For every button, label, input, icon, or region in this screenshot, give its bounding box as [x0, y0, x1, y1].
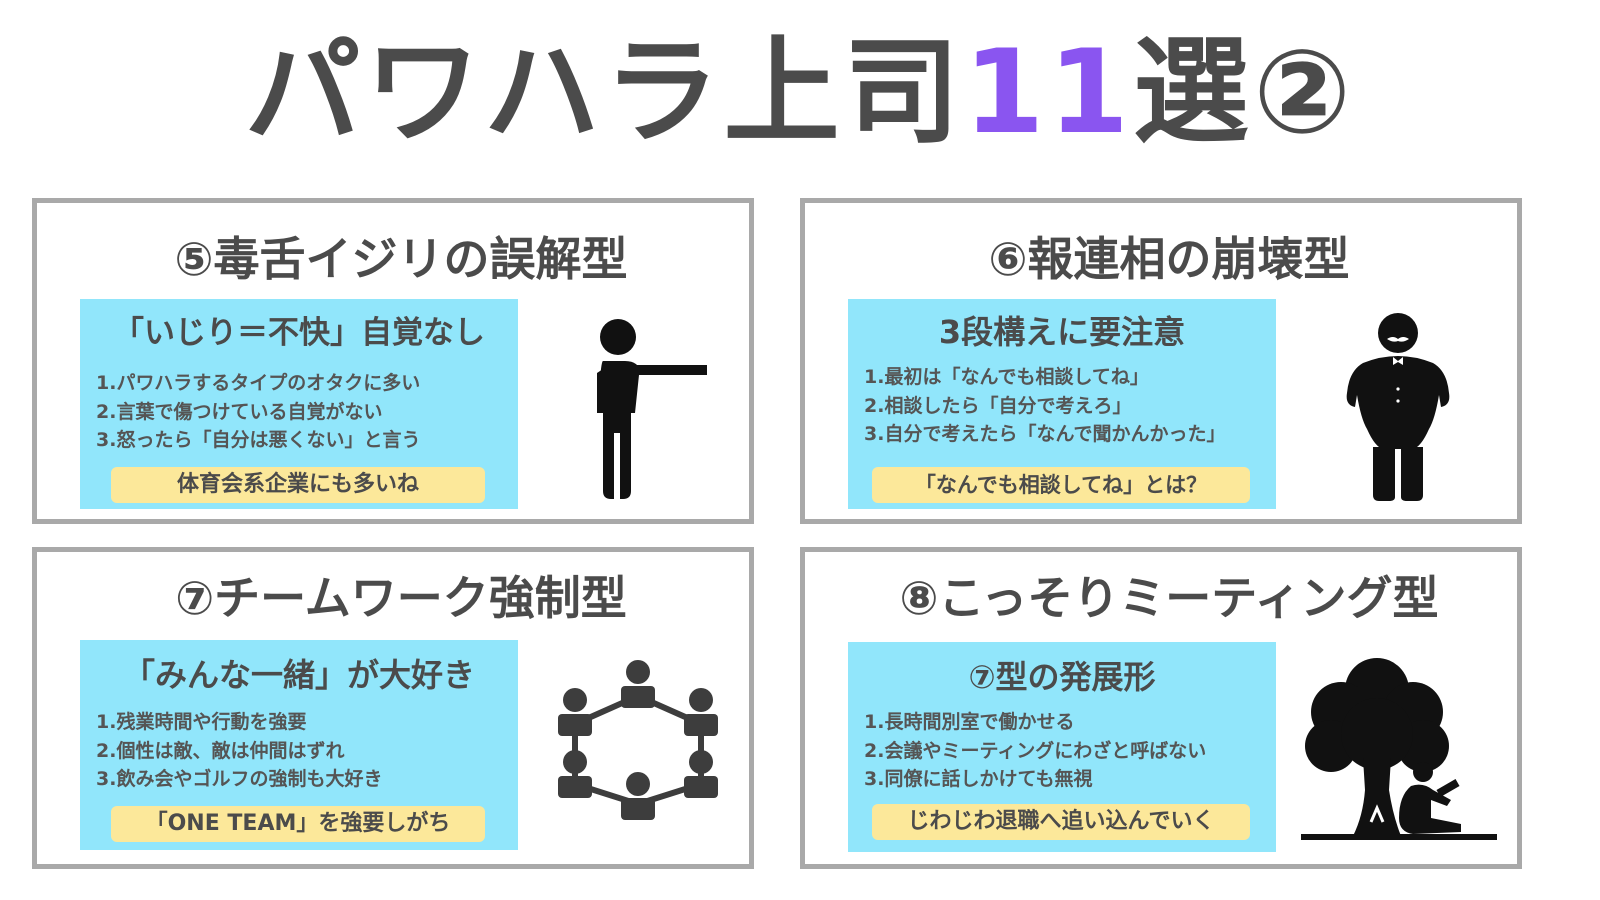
list-item: 1.パワハラするタイプのオタクに多い [96, 372, 421, 394]
panel-type-7: ⑦チームワーク強制型 「みんな一緒」が大好き 1.残業時間や行動を強要 2.個性… [32, 547, 754, 869]
note-badge: 「なんでも相談してね」とは？ [872, 467, 1250, 503]
note-badge: 体育会系企業にも多いね [111, 467, 485, 503]
mustached-boss-icon [1346, 313, 1450, 501]
title-suffix: 選② [1133, 25, 1356, 160]
list-item: 2.言葉で傷つけている自覚がない [96, 400, 383, 423]
summary-box: 3段構えに要注意 1.最初は「なんでも相談してね」 2.相談したら「自分で考えろ… [848, 299, 1276, 509]
list-item: 3.怒ったら「自分は悪くない」と言う [96, 429, 421, 451]
list-item: 1.最初は「なんでも相談してね」 [864, 366, 1149, 388]
list-item: 2.個性は敵、敵は仲間はずれ [96, 739, 345, 762]
summary-box: ⑦型の発展形 1.長時間別室で働かせる 2.会議やミーティングにわざと呼ばない … [848, 642, 1276, 852]
box-heading: ⑦型の発展形 [968, 658, 1156, 696]
summary-box: 「みんな一緒」が大好き 1.残業時間や行動を強要 2.個性は敵、敵は仲間はずれ … [80, 640, 518, 850]
panel-type-8: ⑧こっそりミーティング型 ⑦型の発展形 1.長時間別室で働かせる 2.会議やミー… [800, 547, 1522, 869]
pointing-person-icon [597, 319, 707, 499]
note-badge: 「ONE TEAM」を強要しがち [111, 806, 485, 842]
title-main: パワハラ上司 [244, 25, 964, 160]
panel-heading: ⑦チームワーク強制型 [175, 571, 627, 625]
box-heading: 「みんな一緒」が大好き [122, 656, 475, 694]
box-heading: 「いじり＝不快」自覚なし [113, 315, 485, 351]
panel-heading: ⑤毒舌イジリの誤解型 [174, 232, 628, 286]
note-badge: じわじわ退職へ追い込んでいく [872, 804, 1250, 840]
summary-box: 「いじり＝不快」自覚なし 1.パワハラするタイプのオタクに多い 2.言葉で傷つけ… [80, 299, 518, 509]
panel-heading: ⑥報連相の崩壊型 [988, 232, 1350, 286]
panel-type-5: ⑤毒舌イジリの誤解型 「いじり＝不快」自覚なし 1.パワハラするタイプのオタクに… [32, 198, 754, 524]
title-number: 11 [963, 25, 1134, 160]
list-item: 3.同僚に話しかけても無視 [864, 768, 1093, 790]
list-item: 2.会議やミーティングにわざと呼ばない [864, 739, 1207, 762]
list-item: 1.残業時間や行動を強要 [96, 711, 307, 733]
panel-type-6: ⑥報連相の崩壊型 3段構えに要注意 1.最初は「なんでも相談してね」 2.相談し… [800, 198, 1522, 524]
item-list: 1.最初は「なんでも相談してね」 2.相談したら「自分で考えろ」 3.自分で考え… [864, 363, 1226, 449]
person-under-tree-icon [1301, 658, 1497, 840]
list-item: 3.自分で考えたら「なんで聞かんかった」 [864, 423, 1226, 445]
panel-heading: ⑧こっそりミーティング型 [899, 571, 1439, 625]
item-list: 1.長時間別室で働かせる 2.会議やミーティングにわざと呼ばない 3.同僚に話し… [864, 708, 1206, 794]
item-list: 1.パワハラするタイプのオタクに多い 2.言葉で傷つけている自覚がない 3.怒っ… [96, 369, 420, 455]
item-list: 1.残業時間や行動を強要 2.個性は敵、敵は仲間はずれ 3.飲み会やゴルフの強制… [96, 708, 382, 794]
list-item: 3.飲み会やゴルフの強制も大好き [96, 768, 383, 790]
page-title: パワハラ上司11選② [0, 18, 1600, 168]
list-item: 2.相談したら「自分で考えろ」 [864, 394, 1132, 417]
team-circle-icon [558, 660, 718, 820]
box-heading: 3段構えに要注意 [938, 313, 1186, 351]
list-item: 1.長時間別室で働かせる [864, 711, 1075, 733]
